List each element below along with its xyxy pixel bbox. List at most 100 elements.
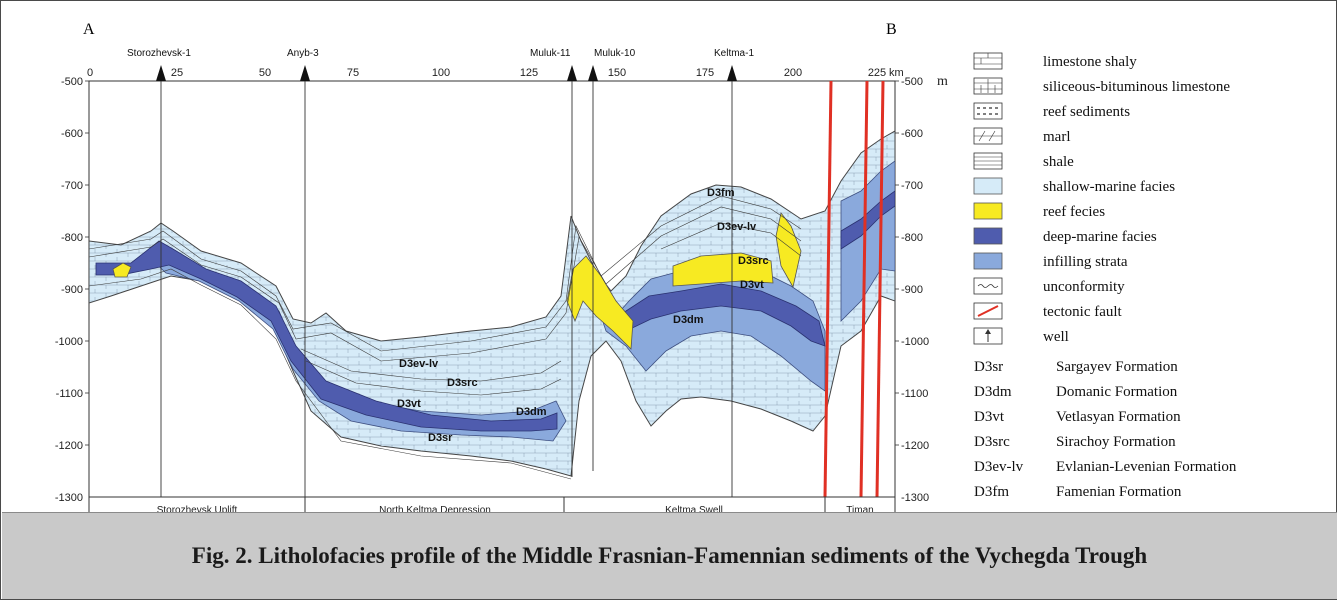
legend-symbol-reef-sediments [973, 102, 1003, 120]
legend-swatch-infilling [973, 252, 1003, 270]
legend-swatch-reef-facies [973, 202, 1003, 220]
legend-swatch-deep-marine [973, 227, 1003, 245]
region-strip [88, 496, 896, 513]
tectonic-faults [823, 81, 885, 497]
legend-swatch-shallow-marine [973, 177, 1003, 195]
region-label: Timan [846, 505, 873, 513]
well-name: Muluk-11 [530, 48, 571, 59]
formation-code: D3ev-lv [974, 459, 1024, 475]
y-tick-left: -900 [61, 284, 83, 296]
y-tick-right: -800 [901, 232, 923, 244]
y-tick-right: -1000 [901, 336, 929, 348]
y-tick-right: -1200 [901, 440, 929, 452]
legend-label: reef fecies [1043, 204, 1105, 220]
figure-caption: Fig. 2. Litholofacies profile of the Mid… [2, 512, 1337, 599]
legend-label: tectonic fault [1043, 304, 1123, 320]
strata-label-d3evlv-right: D3ev-lv [717, 221, 757, 233]
legend-label: shallow-marine facies [1043, 179, 1175, 195]
strata-label-d3dm-right: D3dm [673, 314, 704, 326]
region-label: Storozhevsk Uplift [157, 505, 238, 513]
x-tick: 125 [520, 67, 538, 79]
formation-name: Sargayev Formation [1056, 359, 1178, 375]
well-icon [156, 65, 166, 81]
legend [973, 52, 1003, 345]
legend-label: unconformity [1043, 279, 1125, 295]
y-tick-right: -700 [901, 180, 923, 192]
strata-lines [89, 195, 802, 480]
region-label: Keltma Swell [665, 505, 723, 513]
legend-symbol-fault [973, 302, 1003, 320]
reef-body-swell [775, 212, 802, 289]
y-tick-left: -500 [61, 76, 83, 88]
well-icon [588, 65, 598, 81]
y-tick-right: -1100 [901, 388, 928, 400]
limestone-texture [89, 131, 895, 476]
section-end-label: B [886, 21, 897, 38]
formation-name: Domanic Formation [1056, 384, 1178, 400]
x-tick: 25 [171, 67, 183, 79]
x-axis-unit: km [889, 67, 904, 79]
legend-symbol-unconformity [973, 277, 1003, 295]
well-name: Muluk-10 [594, 48, 636, 59]
x-tick: 50 [259, 67, 271, 79]
y-axis-unit: m [937, 74, 948, 89]
legend-symbol-shale [973, 152, 1003, 170]
reef-body-left [112, 262, 132, 278]
y-tick-left: -800 [61, 232, 83, 244]
strata-label-d3vt-right: D3vt [740, 279, 764, 291]
formation-name: Evlanian-Levenian Formation [1056, 459, 1237, 475]
y-tick-left: -700 [61, 180, 83, 192]
y-tick-right: -1300 [901, 492, 929, 504]
reef-body-right [672, 252, 774, 287]
legend-label: deep-marine facies [1043, 229, 1157, 245]
legend-label: reef sediments [1043, 104, 1130, 120]
well-icon [567, 65, 577, 81]
formation-code: D3vt [974, 409, 1005, 425]
formation-name: Famenian Formation [1056, 484, 1182, 500]
well-icon [727, 65, 737, 81]
legend-symbol-siliceous-limestone [973, 77, 1003, 95]
x-tick: 175 [696, 67, 714, 79]
deep-marine-right [608, 283, 826, 347]
y-tick-right: -500 [901, 76, 923, 88]
well-markers [156, 65, 737, 81]
strata-label-d3fm: D3fm [707, 187, 735, 199]
legend-label: marl [1043, 129, 1071, 145]
y-tick-right: -600 [901, 128, 923, 140]
formation-name: Vetlasyan Formation [1056, 409, 1181, 425]
y-tick-left: -1200 [55, 440, 83, 452]
y-tick-left: -1300 [55, 492, 83, 504]
formation-name: Sirachoy Formation [1056, 434, 1176, 450]
strata-label-d3sr-left: D3sr [428, 432, 453, 444]
caption-text: Fig. 2. Litholofacies profile of the Mid… [191, 543, 1148, 568]
strata-label-d3src-left: D3src [447, 377, 478, 389]
y-tick-left: -600 [61, 128, 83, 140]
x-tick: 225 [868, 67, 886, 79]
x-tick: 0 [87, 67, 93, 79]
legend-symbol-limestone-shaly [973, 52, 1003, 70]
y-tick-right: -900 [901, 284, 923, 296]
x-tick: 100 [432, 67, 450, 79]
formation-code: D3dm [974, 384, 1012, 400]
strata-label-d3vt-left: D3vt [397, 398, 421, 410]
legend-label: limestone shaly [1043, 54, 1137, 70]
legend-symbol-well [973, 327, 1003, 345]
legend-label: infilling strata [1043, 254, 1128, 270]
litholofacies-profile: A B [55, 21, 1237, 513]
y-tick-left: -1100 [56, 388, 83, 400]
y-tick-left: -1000 [55, 336, 83, 348]
section-start-label: A [83, 21, 95, 38]
well-name: Anyb-3 [287, 48, 319, 59]
formation-code: D3src [974, 434, 1010, 450]
deep-marine-band [95, 240, 558, 432]
strata-label-d3dm-left: D3dm [516, 406, 547, 418]
well-lines [160, 81, 733, 497]
x-tick: 150 [608, 67, 626, 79]
x-tick: 200 [784, 67, 802, 79]
legend-symbol-marl [973, 127, 1003, 145]
strata-label-d3evlv-left: D3ev-lv [399, 358, 439, 370]
reef-body-center [566, 255, 634, 350]
legend-label: shale [1043, 154, 1074, 170]
legend-label: siliceous-bituminous limestone [1043, 79, 1230, 95]
